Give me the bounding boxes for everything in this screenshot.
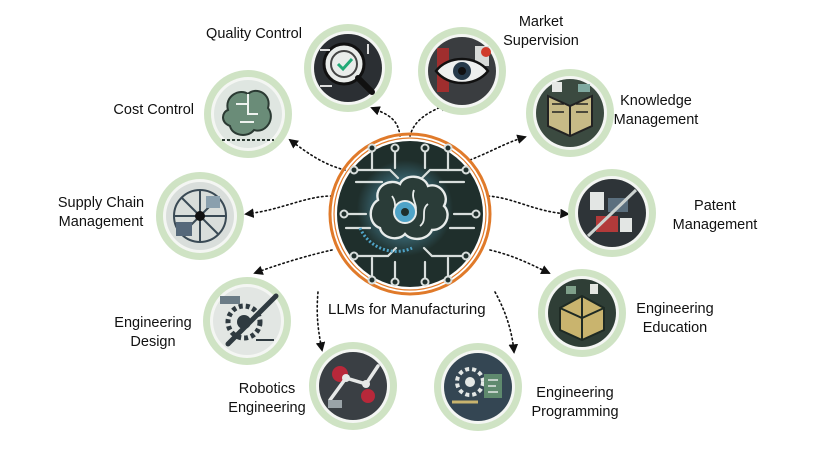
label-line: Programming	[531, 404, 619, 420]
label-robotics-engineering: Robotics Engineering	[212, 380, 322, 418]
label-engineering-design: Engineering Design	[98, 314, 208, 352]
label-supply-chain-management: Supply Chain Management	[46, 194, 156, 232]
label-line: Design	[130, 334, 176, 350]
node-supply-chain	[156, 172, 244, 260]
connectors	[244, 102, 570, 354]
cost-control-icon	[214, 80, 282, 148]
label-line: Quality Control	[206, 26, 302, 42]
node-engineering-programming	[434, 343, 522, 431]
connector-engineering-education	[489, 249, 551, 275]
brain-circuit-icon	[339, 143, 481, 287]
label-knowledge-management: Knowledge Management	[604, 92, 708, 130]
label-line: Management	[58, 214, 144, 230]
label-line: Engineering	[228, 400, 306, 416]
node-engineering-design	[203, 277, 291, 365]
label-engineering-education: Engineering Education	[620, 300, 730, 338]
label-line: Supply Chain	[57, 195, 145, 211]
label-line: Cost Control	[113, 102, 194, 118]
label-line: Engineering	[636, 301, 714, 317]
market-supervision-icon	[428, 37, 496, 105]
engineering-design-icon	[213, 287, 281, 355]
engineering-programming-icon	[444, 353, 512, 421]
node-quality-control	[304, 24, 392, 112]
node-engineering-education	[538, 269, 626, 357]
quality-control-icon	[314, 34, 382, 102]
node-knowledge-management	[526, 69, 614, 157]
label-line: Robotics	[238, 381, 296, 397]
connector-engineering-programming	[494, 291, 519, 354]
label-line: Management	[613, 112, 699, 128]
center-title: LLMs for Manufacturing	[328, 301, 486, 318]
connector-quality-control	[370, 106, 401, 137]
label-line: Management	[672, 217, 758, 233]
node-cost-control	[204, 70, 292, 158]
label-line: Education	[642, 320, 708, 336]
label-line: Supervision	[503, 33, 579, 49]
patent-management-icon	[578, 179, 646, 247]
connector-cost-control	[288, 138, 346, 171]
robotics-engineering-icon	[319, 352, 387, 420]
center-node	[328, 132, 492, 296]
connector-robotics-engineering	[315, 291, 326, 352]
label-market-supervision: Market Supervision	[486, 13, 596, 51]
node-patent-management	[568, 169, 656, 257]
label-line: Knowledge	[620, 93, 692, 109]
connector-supply-chain	[244, 195, 333, 218]
node-robotics-engineering	[309, 342, 397, 430]
node-market-supervision	[418, 27, 506, 115]
supply-chain-icon	[166, 182, 234, 250]
knowledge-management-icon	[536, 79, 604, 147]
engineering-education-icon	[548, 279, 616, 347]
label-line: Patent	[694, 198, 736, 214]
label-line: Engineering	[536, 385, 614, 401]
label-patent-management: Patent Management	[660, 197, 770, 235]
label-engineering-programming: Engineering Programming	[516, 384, 634, 422]
label-line: Engineering	[114, 315, 192, 331]
label-cost-control: Cost Control	[90, 101, 194, 120]
connector-patent-management	[487, 195, 570, 219]
connector-engineering-design	[253, 249, 333, 275]
label-line: Market	[518, 14, 564, 30]
connector-knowledge-management	[469, 134, 527, 161]
label-quality-control: Quality Control	[184, 25, 324, 44]
